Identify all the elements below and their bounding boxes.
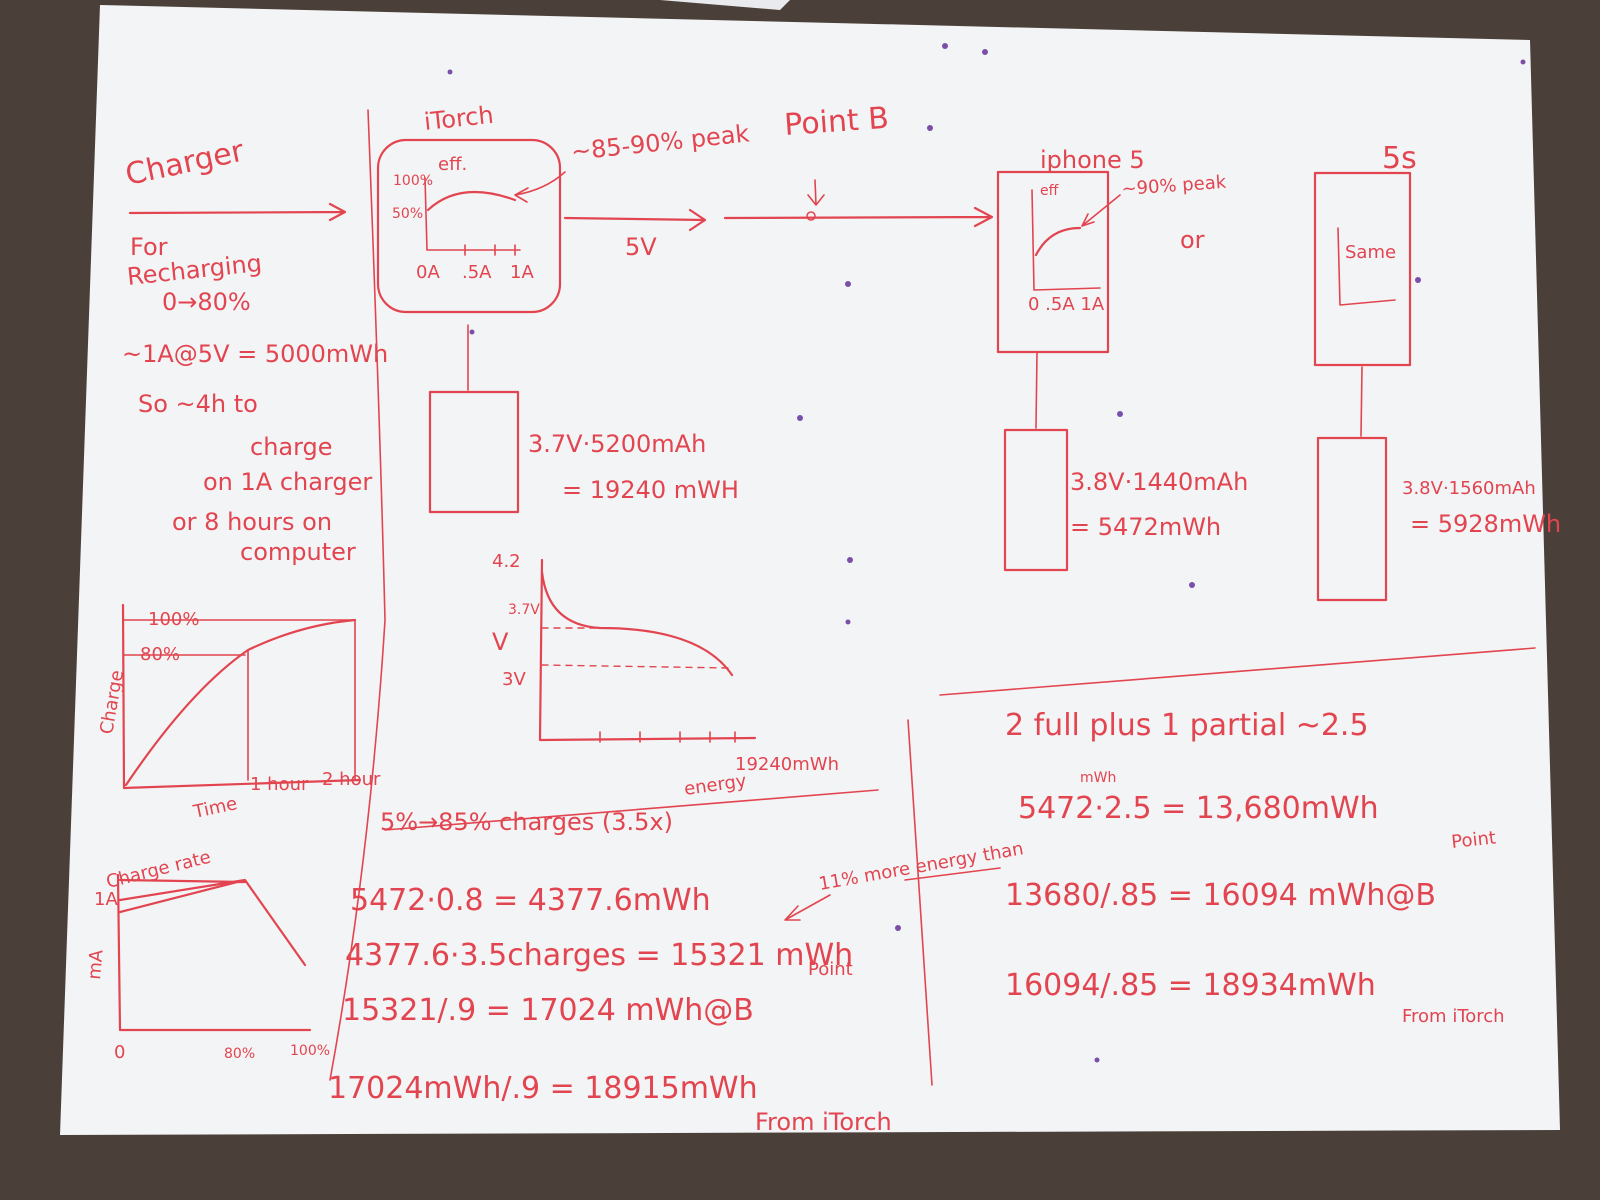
itorch-battery: 3.7V·5200mAh: [528, 430, 706, 458]
computer-word: computer: [240, 538, 356, 566]
iphone5-title: iphone 5: [1040, 146, 1145, 174]
iphone5-battery-box: [1003, 428, 1069, 572]
charge-y100: 100%: [148, 609, 199, 630]
calc-right-heading: 2 full plus 1 partial ~2.5: [1005, 708, 1369, 743]
charge-time-graph: 100% 80% Charge Time 1 hour 2 hour: [96, 603, 381, 823]
point-b-section: Point B: [723, 101, 994, 228]
charge-axes: [121, 603, 362, 790]
calc-line2: 4377.6·3.5charges = 15321 mWh: [345, 938, 853, 973]
calc-left-rule: [384, 789, 879, 831]
charge-x2: 2 hour: [322, 769, 381, 790]
discharge-x-end: 19240mWh: [735, 754, 839, 775]
calc-right-line3: 16094/.85 = 18934mWh: [1005, 968, 1376, 1003]
itorch-x5: .5A: [462, 262, 492, 283]
itorch-y50: 50%: [392, 206, 423, 222]
itorch-eff-curve: [426, 190, 517, 212]
paper-sheet: [60, 5, 1560, 1135]
discharge-axes: [538, 558, 757, 742]
discharge-curve: [540, 570, 734, 677]
rate-y-tick: 1A: [94, 889, 118, 910]
itorch-battery-box: [428, 390, 520, 514]
on-charger: on 1A charger: [203, 468, 372, 496]
itorch-box: [376, 138, 562, 314]
discharge-guides: [541, 627, 731, 669]
rate-axes: [116, 873, 312, 1032]
iphone5-box: [996, 170, 1110, 354]
point-b-dot: [806, 211, 816, 221]
iphone5s-section: 5s Same 3.8V·1560mAh = 5928mWh: [1313, 141, 1561, 602]
pen-specks: [447, 43, 1526, 1063]
discharge-ticks: [599, 731, 736, 743]
rate-x100: 100%: [290, 1043, 330, 1059]
point-b-arrow: [807, 179, 825, 206]
iphone5-eff-axes: [1031, 189, 1101, 291]
iphone5s-link: [1360, 366, 1363, 437]
calc-right-from: From iTorch: [1402, 1006, 1505, 1027]
itorch-y100: 100%: [393, 173, 433, 189]
discharge-y37: 3.7V: [508, 602, 540, 618]
iphone5s-battery: 3.8V·1560mAh: [1402, 478, 1536, 499]
itorch-x1: 1A: [510, 262, 534, 283]
rate-curve: [118, 878, 307, 967]
charger-arrow: [128, 202, 347, 222]
charge-y80: 80%: [140, 644, 180, 665]
iphone5s-energy: = 5928mWh: [1410, 510, 1561, 538]
rate-ylabel: mA: [84, 948, 108, 980]
iphone5s-same: Same: [1345, 242, 1396, 263]
discharge-graph: 4.2 3.7V V 3V 19240mWh energy: [492, 551, 839, 800]
point-b-line: [723, 206, 994, 228]
iphone5s-box: [1313, 171, 1412, 367]
rate-x0: 0: [114, 1042, 125, 1063]
iphone5s-battery-box: [1316, 436, 1388, 602]
calc-right: 2 full plus 1 partial ~2.5 mWh 5472·2.5 …: [939, 647, 1536, 1027]
charge-curve: [124, 618, 357, 787]
calc-note-arrow: [784, 894, 831, 921]
left-divider: [329, 109, 386, 1081]
iphone5-energy: = 5472mWh: [1070, 513, 1221, 541]
calc-right-line2: 13680/.85 = 16094 mWh@B: [1005, 878, 1436, 913]
itorch-eff-axes: [424, 177, 521, 256]
itorch-energy: = 19240 mWH: [562, 476, 739, 504]
calc-line3: 15321/.9 = 17024 mWh@B: [342, 993, 754, 1028]
iphone5s-title: 5s: [1382, 141, 1417, 176]
point-b-label: Point B: [783, 101, 890, 143]
itorch-x0: 0A: [416, 262, 440, 283]
rate-x80: 80%: [224, 1046, 255, 1062]
itorch-output-arrow: [563, 208, 707, 232]
itorch-arrow-label: 5V: [625, 233, 657, 261]
iphone5-x-ticks: 0 .5A 1A: [1028, 294, 1105, 315]
calc-right-unit: mWh: [1080, 770, 1116, 786]
calc-right-rule: [939, 647, 1536, 696]
iphone5-battery: 3.8V·1440mAh: [1070, 468, 1248, 496]
itorch-eff: eff.: [438, 154, 467, 175]
calc-charges: 5%→85% charges (3.5x): [380, 808, 673, 836]
calc-note-link: [904, 867, 1001, 881]
calc-right-point: Point: [1450, 827, 1497, 853]
iphone5-link: [1035, 351, 1038, 429]
discharge-y42: 4.2: [492, 551, 521, 572]
itorch-peak-arrow: [514, 171, 566, 203]
charge-word: charge: [250, 433, 333, 461]
iphone5-peak-arrow: [1081, 194, 1121, 227]
or-label: or: [1180, 226, 1205, 254]
discharge-ylabel: V: [492, 628, 509, 656]
so-line: So ~4h to: [138, 390, 258, 418]
for-label: For: [130, 233, 168, 261]
calc-from: From iTorch: [755, 1108, 892, 1136]
iphone5-eff: eff: [1040, 183, 1059, 199]
rate-line: ~1A@5V = 5000mWh: [122, 340, 388, 368]
or-hours: or 8 hours on: [172, 508, 332, 536]
calc-line1: 5472·0.8 = 4377.6mWh: [350, 883, 711, 918]
iphone5-eff-curve: [1034, 226, 1082, 257]
charge-x1: 1 hour: [250, 774, 309, 795]
iphone5s-axes: [1337, 227, 1396, 306]
paper-corner: [660, 0, 790, 10]
discharge-y3: 3V: [502, 669, 526, 690]
calc-right-line1: 5472·2.5 = 13,680mWh: [1018, 791, 1379, 826]
calc-line4: 17024mWh/.9 = 18915mWh: [328, 1071, 758, 1106]
middle-divider: [907, 719, 933, 1086]
calc-point-word: Point: [808, 959, 853, 980]
range-label: 0→80%: [162, 288, 251, 316]
